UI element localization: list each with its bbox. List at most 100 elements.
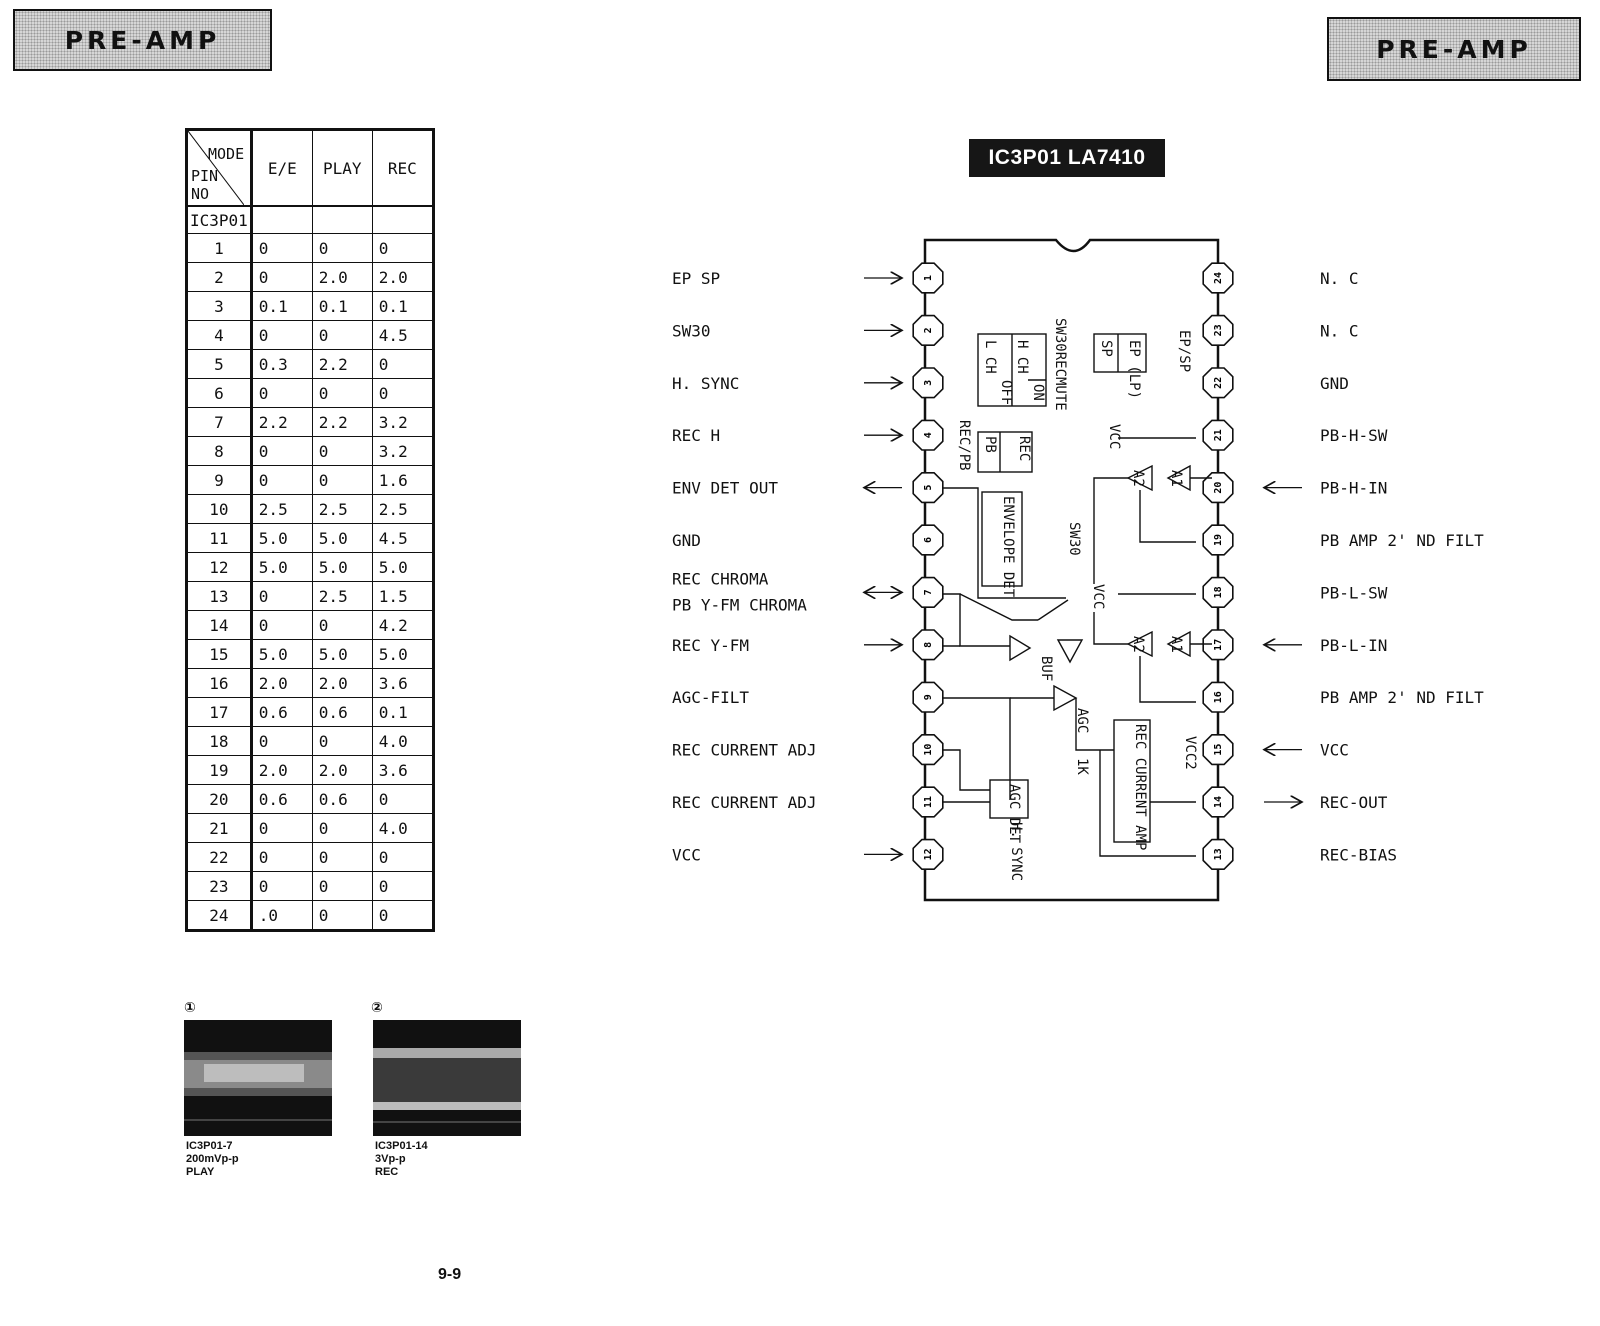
pin-4-number: 4 — [923, 432, 934, 438]
corner-mode-label: MODE — [208, 145, 245, 163]
page-number: 9-9 — [438, 1266, 462, 1283]
voltage-cell: 0 — [250, 378, 313, 408]
pin-7-octagon — [912, 576, 944, 609]
voltage-cell: 4.0 — [371, 726, 434, 756]
pin-3-number: 3 — [923, 380, 934, 386]
pin-9-label: AGC-FILT — [672, 688, 749, 707]
pin-4-octagon — [912, 419, 944, 451]
pin-1-number: 1 — [923, 275, 934, 281]
pin-17-label: PB-L-IN — [1320, 636, 1387, 655]
pin-number-cell: 24 — [186, 900, 253, 931]
label-rec-current-amp: REC CURRENT AMP — [1132, 724, 1148, 850]
voltage-cell: 0 — [311, 465, 373, 495]
pin-7-number: 7 — [923, 589, 934, 595]
voltage-cell: 0 — [311, 726, 373, 756]
voltage-cell: 5.0 — [311, 552, 373, 582]
column-header-rec: REC — [371, 129, 434, 207]
label-l-ch: L CH — [982, 340, 998, 374]
voltage-cell: 0.1 — [371, 697, 434, 727]
pin-20-label: PB-H-IN — [1320, 479, 1387, 498]
waveform-2-caption: IC3P01-14 3Vp-p REC — [375, 1140, 428, 1179]
buf-output-amp — [1056, 639, 1084, 664]
voltage-cell: 0 — [311, 610, 373, 640]
pin-5-octagon — [912, 471, 944, 504]
table-header-row: MODE PIN NO E/E PLAY REC — [186, 129, 434, 207]
pin-3-label: H. SYNC — [672, 374, 739, 393]
empty-cell — [371, 205, 434, 234]
voltage-cell: 3.2 — [371, 436, 434, 466]
pin-18-number: 18 — [1213, 586, 1224, 598]
voltage-cell: 1.6 — [371, 465, 434, 495]
label-a2-bottom: A2 — [1130, 636, 1146, 653]
empty-cell — [250, 205, 313, 234]
pin-24-number: 24 — [1213, 272, 1224, 284]
ic-package-outline — [923, 238, 1220, 902]
pin-9-number: 9 — [923, 694, 934, 700]
waveform-1-mode: PLAY — [186, 1166, 215, 1178]
pin-5-number: 5 — [923, 485, 934, 491]
voltage-cell: 2.2 — [311, 407, 373, 437]
pin-number-cell: 12 — [186, 552, 253, 582]
pin-15-octagon — [1202, 733, 1234, 766]
label-on: ON — [1030, 384, 1046, 401]
pin-8-label: REC Y-FM — [672, 636, 749, 655]
pin-1-label: EP SP — [672, 269, 720, 288]
waveform-2-amplitude: 3Vp-p — [375, 1153, 406, 1165]
voltage-cell: 0 — [250, 842, 313, 872]
pin-12-number: 12 — [923, 848, 934, 860]
pin-10-number: 10 — [923, 744, 934, 756]
pin-2-label: SW30 — [672, 321, 711, 340]
pin-1-octagon — [912, 262, 944, 294]
pin-4-label: REC H — [672, 426, 720, 445]
voltage-cell: 4.0 — [371, 813, 434, 843]
pin-6-octagon — [912, 524, 944, 556]
pin-17-octagon — [1202, 629, 1234, 661]
envelope-det-box — [981, 491, 1023, 587]
voltage-cell: 5.0 — [250, 639, 313, 669]
voltage-cell: 0 — [250, 813, 313, 843]
pin-10-octagon — [912, 733, 944, 766]
pin-10-label: REC CURRENT ADJ — [672, 741, 817, 760]
pin-number-cell: 10 — [186, 494, 253, 524]
pin-2-octagon — [912, 314, 944, 347]
pin-number-cell: 15 — [186, 639, 253, 669]
voltage-cell: 2.5 — [250, 494, 313, 524]
waveform-1-point: IC3P01-7 — [186, 1140, 233, 1152]
pin-14-octagon — [1202, 786, 1234, 818]
label-agc-det: AGC DET — [1006, 784, 1022, 844]
pin-number-cell: 23 — [186, 871, 253, 901]
header-title-left-text: PRE-AMP — [64, 25, 221, 55]
pin-21-label: PB-H-SW — [1320, 426, 1388, 445]
rec-current-amp-box — [1113, 719, 1151, 843]
pin-13-number: 13 — [1213, 848, 1224, 860]
corner-diagonal-line — [188, 131, 244, 205]
label-a2-top: A2 — [1130, 470, 1146, 487]
voltage-cell: 0 — [250, 436, 313, 466]
ic-title: IC3P01 LA7410 — [969, 139, 1165, 177]
table-ic-row: IC3P01 — [186, 205, 434, 234]
pin-22-number: 22 — [1213, 377, 1224, 389]
pin-16-number: 16 — [1213, 691, 1224, 703]
pin-number-cell: 18 — [186, 726, 253, 756]
voltage-cell: 0.6 — [311, 784, 373, 814]
label-off: OFF — [998, 380, 1014, 405]
label-vcc2: VCC2 — [1182, 736, 1198, 770]
pin-number-cell: 17 — [186, 697, 253, 727]
pin-number-cell: 7 — [186, 407, 253, 437]
waveform-2-screen — [373, 1020, 521, 1136]
waveform-2-trace — [373, 1048, 521, 1123]
voltage-cell: 0 — [311, 233, 373, 263]
header-title-left: PRE-AMP — [13, 9, 272, 71]
pin-23-octagon — [1202, 314, 1234, 347]
label-buf: BUF — [1038, 656, 1054, 681]
